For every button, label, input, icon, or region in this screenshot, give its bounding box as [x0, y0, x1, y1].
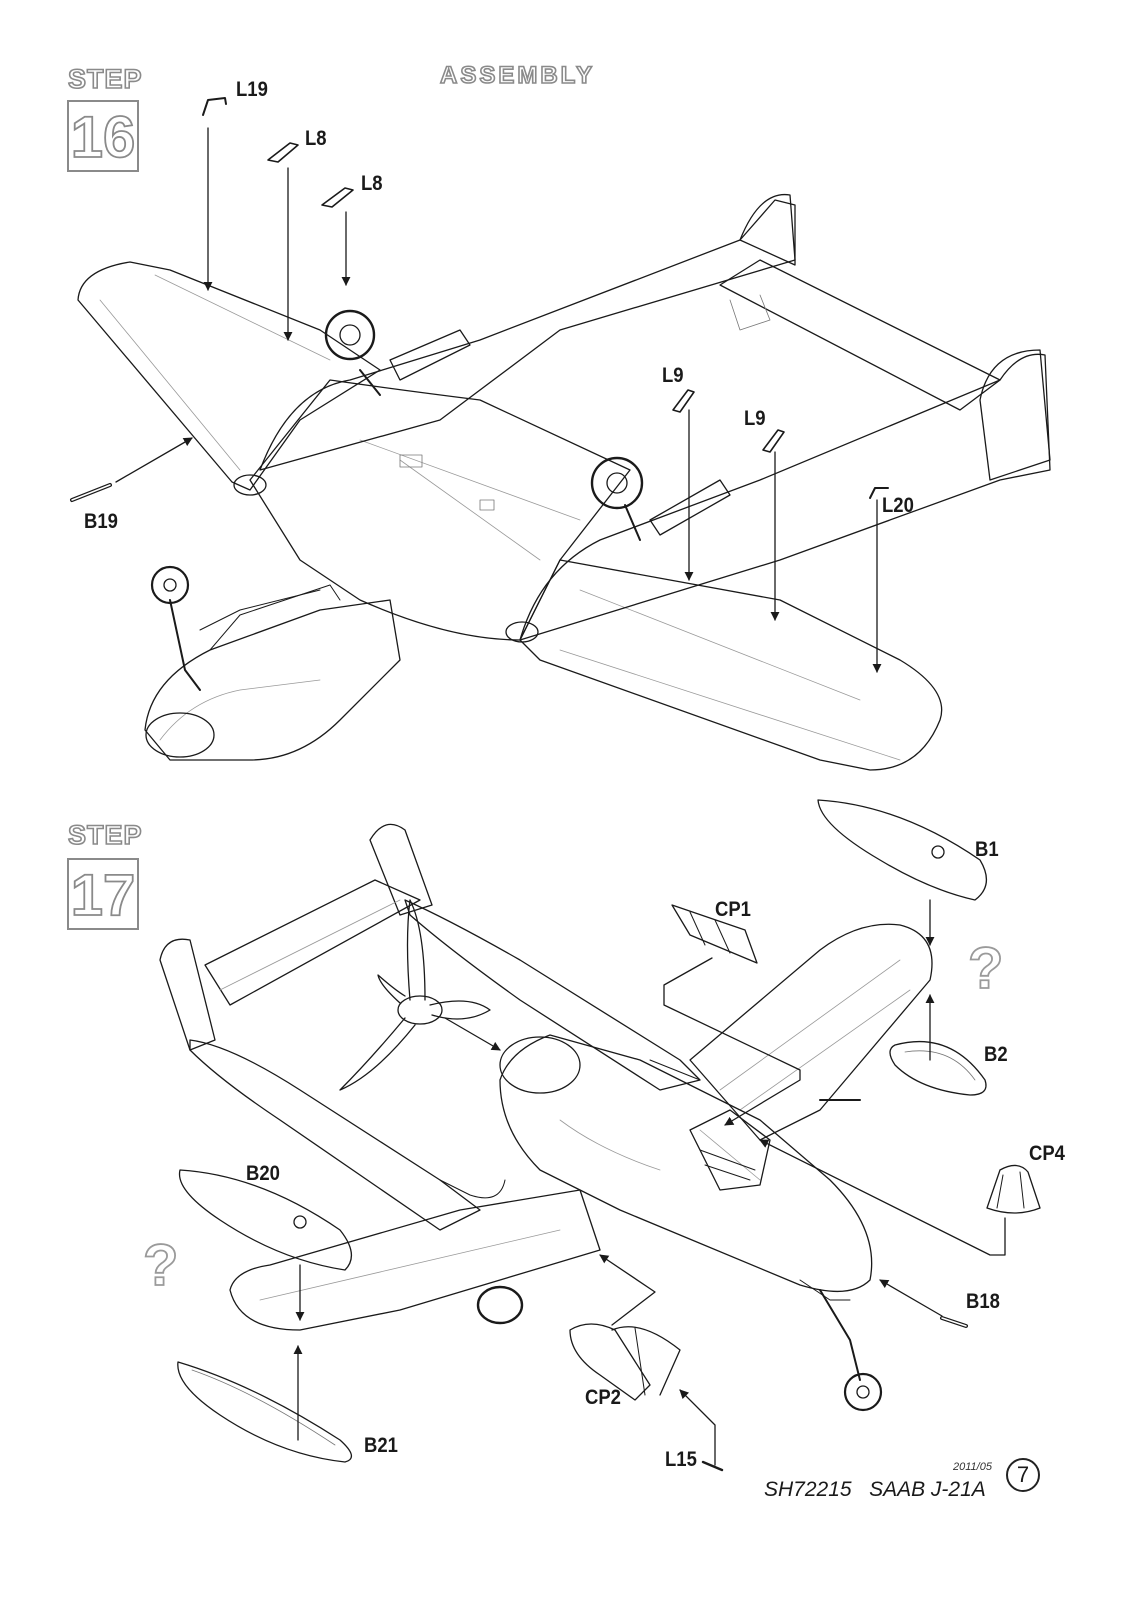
label-l19: L19 — [236, 78, 268, 101]
step-17-word: STEP — [67, 819, 143, 851]
part-b18 — [940, 1316, 968, 1328]
part-l8-b — [321, 187, 354, 208]
label-cp4: CP4 — [1029, 1142, 1065, 1165]
label-l8-b: L8 — [361, 172, 383, 195]
part-b20 — [178, 1169, 352, 1271]
label-l8-a: L8 — [305, 127, 327, 150]
label-b21: B21 — [364, 1434, 398, 1457]
part-l20 — [869, 487, 889, 499]
label-b20: B20 — [246, 1162, 280, 1185]
optional-mark-left: ? — [142, 1232, 179, 1299]
label-b18: B18 — [966, 1290, 1000, 1313]
step-16-word: STEP — [67, 63, 143, 95]
label-l9-a: L9 — [662, 364, 684, 387]
part-l8-a — [267, 142, 299, 163]
print-date: 2011/05 — [953, 1461, 992, 1473]
page-number: 7 — [1006, 1458, 1040, 1492]
step-16-box: 16 — [67, 100, 139, 172]
part-cp1 — [671, 904, 758, 964]
step-17-number: 17 — [70, 862, 136, 929]
label-b2: B2 — [984, 1043, 1008, 1066]
part-b19 — [70, 483, 112, 502]
part-l15 — [701, 1460, 724, 1472]
label-l20: L20 — [882, 494, 914, 517]
label-cp2: CP2 — [585, 1386, 621, 1409]
step-17-box: 17 — [67, 858, 139, 930]
part-l9-a — [672, 389, 695, 413]
part-cp2 — [569, 1323, 681, 1401]
part-b21 — [177, 1361, 352, 1463]
label-l9-b: L9 — [744, 407, 766, 430]
part-l19 — [202, 97, 227, 116]
step17-aircraft — [159, 823, 933, 1412]
part-cp4 — [986, 1164, 1041, 1214]
label-b1: B1 — [975, 838, 999, 861]
step-16-number: 16 — [70, 104, 136, 171]
kit-code: SH72215 SAAB J-21A — [764, 1478, 986, 1501]
optional-mark-right: ? — [967, 935, 1004, 1002]
label-b19: B19 — [84, 510, 118, 533]
label-l15: L15 — [665, 1448, 697, 1471]
part-b2 — [889, 1041, 987, 1096]
part-b1 — [817, 799, 987, 901]
part-l9-b — [762, 429, 785, 453]
step16-aircraft — [77, 193, 1051, 771]
section-title: ASSEMBLY — [439, 61, 596, 90]
label-cp1: CP1 — [715, 898, 751, 921]
